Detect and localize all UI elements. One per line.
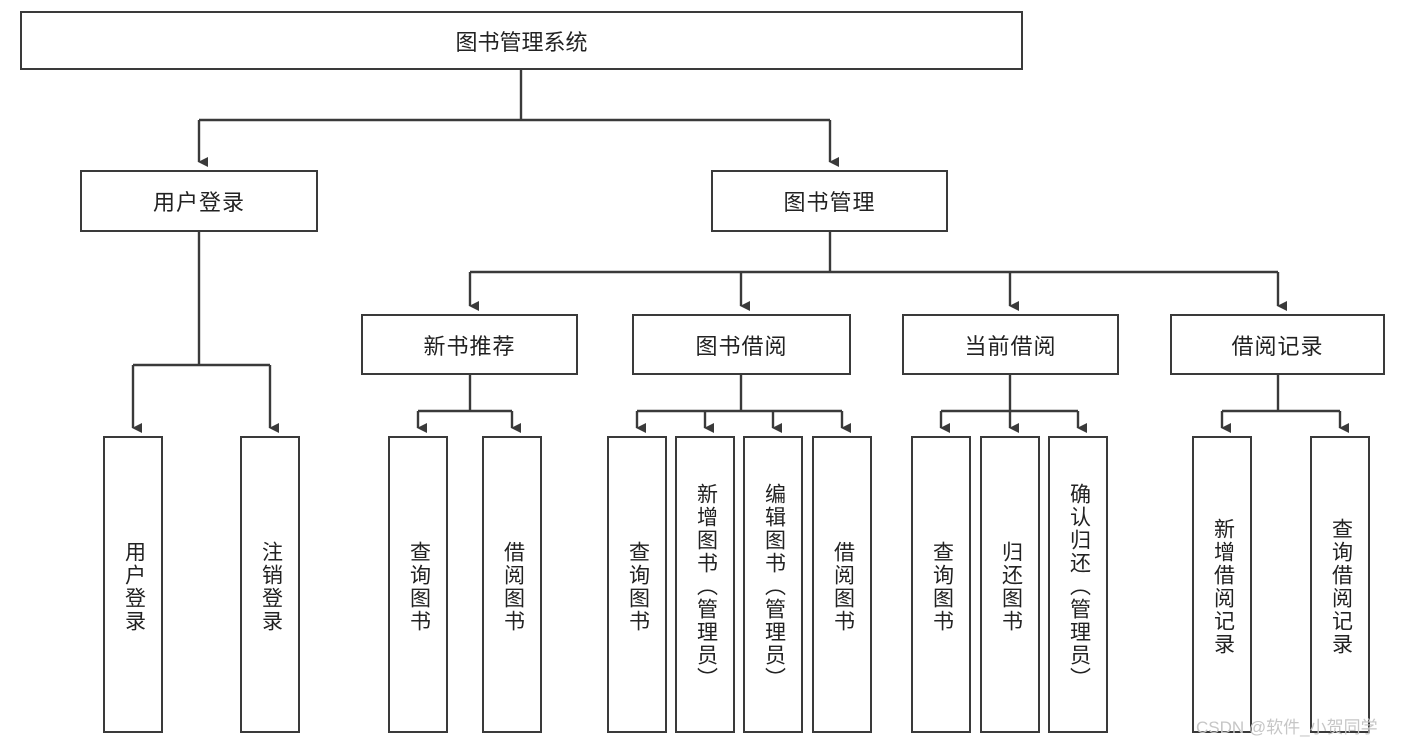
leaf-user-login[interactable]: 用户登录 xyxy=(103,436,163,733)
leaf-add-record[interactable]: 新增借阅记录 xyxy=(1192,436,1252,733)
leaf-confirm-return[interactable]: 确认归还（管理员） xyxy=(1048,436,1108,733)
leaf-borrow-book-1[interactable]: 借阅图书 xyxy=(482,436,542,733)
node-label: 新增图书（管理员） xyxy=(694,483,718,690)
node-label: 当前借阅 xyxy=(964,333,1057,359)
node-label: 新增借阅记录 xyxy=(1211,517,1235,656)
csdn-watermark: CSDN @软件_小贺同学 xyxy=(1196,718,1378,737)
node-label: 图书管理系统 xyxy=(455,29,588,55)
node-label: 注销登录 xyxy=(259,540,283,633)
node-label: 图书管理 xyxy=(783,190,876,215)
node-label: 查询图书 xyxy=(626,540,650,633)
node-label: 图书借阅 xyxy=(695,333,788,359)
leaf-query-book-3[interactable]: 查询图书 xyxy=(911,436,971,733)
leaf-query-record[interactable]: 查询借阅记录 xyxy=(1310,436,1370,733)
leaf-add-book[interactable]: 新增图书（管理员） xyxy=(675,436,735,733)
node-label: 查询图书 xyxy=(407,540,431,633)
node-root-book-management-system[interactable]: 图书管理系统 xyxy=(20,11,1023,70)
node-user-login[interactable]: 用户登录 xyxy=(80,170,318,232)
node-label: 借阅图书 xyxy=(831,540,855,633)
node-label: 借阅图书 xyxy=(501,540,525,633)
node-borrow-record[interactable]: 借阅记录 xyxy=(1170,314,1385,375)
leaf-return-book[interactable]: 归还图书 xyxy=(980,436,1040,733)
node-label: 用户登录 xyxy=(152,190,245,215)
leaf-logout[interactable]: 注销登录 xyxy=(240,436,300,733)
node-label: 新书推荐 xyxy=(423,333,516,359)
node-label: 用户登录 xyxy=(122,540,146,633)
node-book-borrow[interactable]: 图书借阅 xyxy=(632,314,851,375)
node-label: 编辑图书（管理员） xyxy=(762,483,786,690)
node-label: 查询图书 xyxy=(930,540,954,633)
node-current-borrow[interactable]: 当前借阅 xyxy=(902,314,1119,375)
node-label: 归还图书 xyxy=(999,540,1023,633)
node-book-manage[interactable]: 图书管理 xyxy=(711,170,948,232)
leaf-borrow-book-2[interactable]: 借阅图书 xyxy=(812,436,872,733)
leaf-query-book-2[interactable]: 查询图书 xyxy=(607,436,667,733)
node-new-book-recommend[interactable]: 新书推荐 xyxy=(361,314,578,375)
node-label: 查询借阅记录 xyxy=(1329,517,1353,656)
node-label: 确认归还（管理员） xyxy=(1067,483,1091,690)
leaf-query-book-1[interactable]: 查询图书 xyxy=(388,436,448,733)
leaf-edit-book[interactable]: 编辑图书（管理员） xyxy=(743,436,803,733)
node-label: 借阅记录 xyxy=(1231,333,1324,359)
